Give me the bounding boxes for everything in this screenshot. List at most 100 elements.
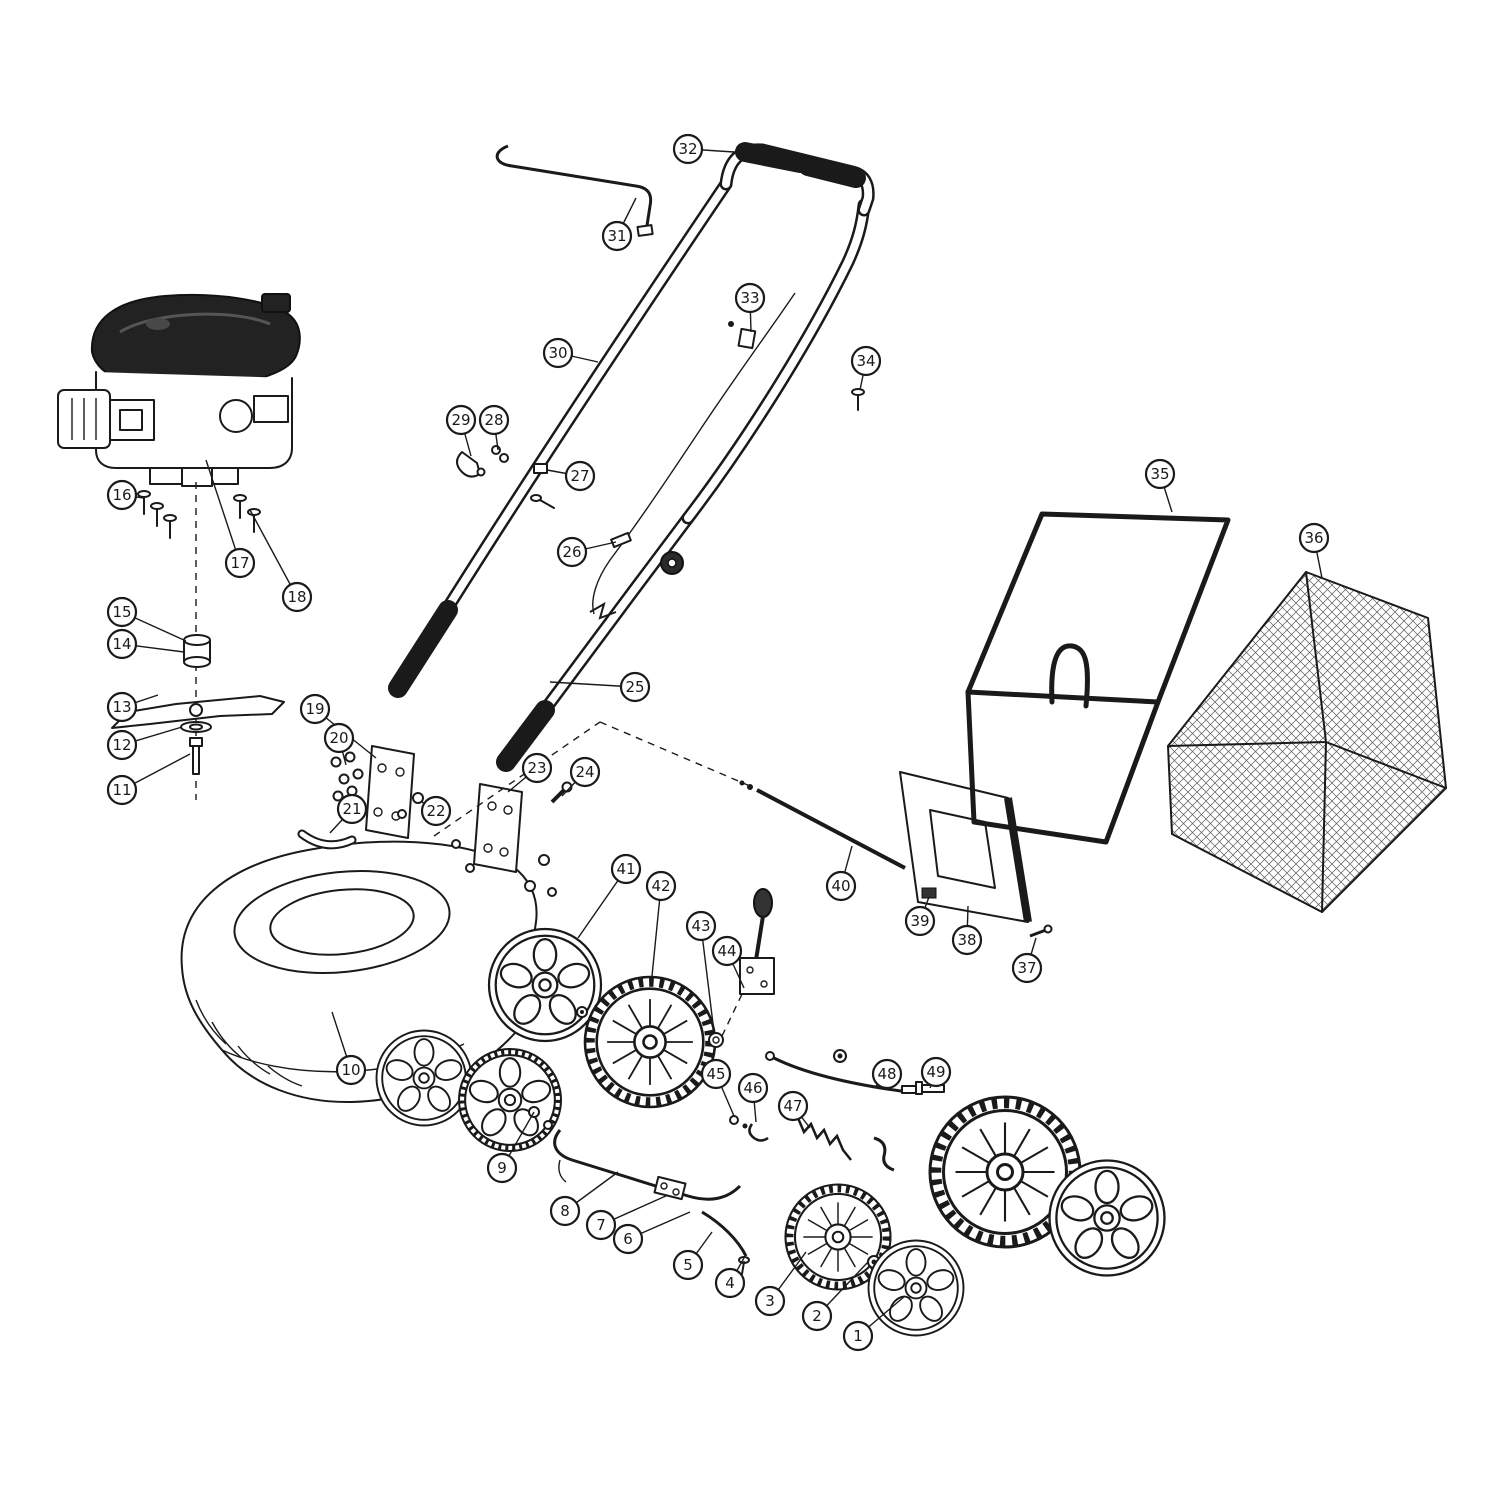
callout-number-7: 7 (596, 1216, 606, 1234)
bail-wire (495, 144, 653, 233)
callout-badge-47 (777, 1090, 809, 1122)
callout-42: 42 (645, 870, 677, 977)
callout-badge-5 (672, 1249, 704, 1281)
callout-badge-22 (420, 795, 452, 827)
callout-badge-19 (299, 693, 331, 725)
callout-18: 18 (249, 509, 313, 613)
callout-badge-16 (106, 479, 138, 511)
callout-number-12: 12 (112, 736, 131, 754)
blade-bolt (189, 737, 203, 747)
callout-5: 5 (672, 1231, 713, 1281)
callout-badge-3 (754, 1285, 786, 1317)
callout-47: 47 (777, 1090, 811, 1129)
callout-badge-31 (601, 220, 633, 252)
callout-number-5: 5 (683, 1256, 693, 1274)
handle-bracket-plates (297, 745, 573, 897)
callout-2: 2 (801, 1261, 869, 1332)
callout-badge-38 (951, 924, 983, 956)
handle-clamp-parts (456, 445, 555, 509)
callout-44: 44 (711, 935, 745, 989)
callout-number-46: 46 (743, 1079, 762, 1097)
carburetor (219, 399, 253, 433)
callout-number-26: 26 (562, 543, 581, 561)
callout-badge-33 (734, 282, 766, 314)
callout-number-37: 37 (1017, 959, 1036, 977)
callout-number-15: 15 (112, 603, 131, 621)
callout-28: 28 (478, 404, 510, 451)
callout-badge-30 (542, 337, 574, 369)
callout-number-23: 23 (527, 759, 546, 777)
callout-number-24: 24 (575, 763, 594, 781)
callout-badge-8 (549, 1195, 581, 1227)
callout-number-38: 38 (957, 931, 976, 949)
callout-9: 9 (486, 1111, 535, 1184)
callout-number-11: 11 (112, 781, 131, 799)
callout-40: 40 (825, 845, 857, 902)
callout-badge-17 (224, 547, 256, 579)
callout-badge-2 (801, 1300, 833, 1332)
callout-17: 17 (205, 459, 256, 579)
callout-badge-23 (521, 752, 553, 784)
callout-number-13: 13 (112, 698, 131, 716)
callout-badge-14 (106, 628, 138, 660)
callout-23: 23 (507, 752, 553, 793)
callout-13: 13 (106, 691, 159, 723)
callout-badge-42 (645, 870, 677, 902)
drive-wheel-front (585, 977, 715, 1107)
blade-assembly-illustration (111, 482, 285, 800)
handle-grip-top-left (735, 142, 810, 173)
throttle-cable (592, 292, 796, 615)
callout-badge-1 (842, 1320, 874, 1352)
callout-36: 36 (1298, 522, 1330, 579)
callout-number-16: 16 (112, 486, 131, 504)
callout-7: 7 (585, 1194, 669, 1241)
crankshaft-mount (181, 467, 213, 487)
wheel-hubcap-front (487, 927, 603, 1043)
callout-49: 49 (920, 1056, 952, 1089)
handle-grip-left (388, 600, 458, 698)
callout-number-29: 29 (451, 411, 470, 429)
callout-8: 8 (549, 1171, 619, 1227)
callout-badge-37 (1011, 952, 1043, 984)
callout-badge-26 (556, 536, 588, 568)
callout-29: 29 (445, 404, 477, 457)
cable-ferrule (610, 531, 632, 549)
callout-badge-15 (106, 596, 138, 628)
callout-number-45: 45 (706, 1065, 725, 1083)
callout-21: 21 (329, 793, 368, 834)
callout-15: 15 (106, 596, 187, 642)
callout-number-35: 35 (1150, 465, 1169, 483)
callout-number-39: 39 (910, 912, 929, 930)
callout-25: 25 (549, 671, 651, 703)
cable-clamp (737, 327, 757, 350)
callout-number-41: 41 (616, 860, 635, 878)
callout-6: 6 (612, 1211, 691, 1255)
assembly-guide-lines (433, 721, 751, 1037)
wheel-hubcap-left (375, 1029, 473, 1127)
rear-wheel-hubcap (1048, 1159, 1166, 1277)
callout-badge-36 (1298, 522, 1330, 554)
callout-12: 12 (106, 726, 183, 761)
callout-badge-46 (737, 1072, 769, 1104)
callout-number-34: 34 (856, 352, 875, 370)
tension-spring (789, 1111, 852, 1161)
callout-number-21: 21 (342, 800, 361, 818)
door-spring-clip (921, 887, 937, 899)
callout-badge-25 (619, 671, 651, 703)
callout-badge-12 (106, 729, 138, 761)
callout-46: 46 (737, 1072, 769, 1123)
callout-badge-4 (714, 1267, 746, 1299)
rod-bracket (653, 1175, 687, 1201)
callout-27: 27 (546, 460, 596, 492)
callout-number-49: 49 (926, 1063, 945, 1081)
callout-38: 38 (951, 905, 983, 956)
engine-mount-screws (137, 490, 261, 539)
callout-badge-34 (850, 345, 882, 377)
callout-22: 22 (420, 795, 452, 827)
shift-lever-knob (753, 888, 773, 918)
callout-31: 31 (601, 197, 637, 252)
bottom-wheel-hubcap (867, 1239, 965, 1337)
callout-43: 43 (685, 910, 717, 1033)
upper-handle-right-tube (681, 198, 871, 525)
